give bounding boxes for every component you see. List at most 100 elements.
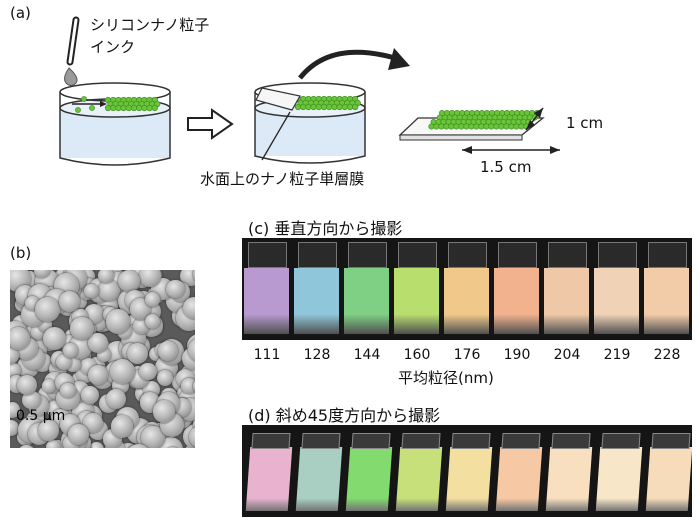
length-dimension-arrow	[462, 146, 560, 154]
sem-particle	[41, 378, 56, 393]
sem-particle	[68, 424, 90, 446]
nanoparticle	[438, 123, 445, 130]
nanoparticle	[493, 123, 500, 130]
panel-b-label: (b)	[10, 244, 32, 262]
nanoparticle	[433, 123, 440, 130]
nanoparticle	[498, 123, 505, 130]
diameter-tick-label: 219	[603, 347, 631, 363]
sample-oblique	[545, 447, 593, 511]
nanoparticle	[81, 96, 87, 102]
nanoparticle	[300, 103, 307, 111]
beaker-2-particles	[294, 95, 361, 111]
panel-d-photo	[242, 425, 693, 517]
nanoparticle	[453, 123, 460, 130]
sem-particle	[165, 279, 185, 299]
sem-particle	[110, 415, 134, 438]
nanoparticle	[130, 104, 138, 112]
diameter-tick-label: 128	[303, 347, 331, 363]
sem-particle	[141, 425, 165, 448]
sem-particle	[82, 412, 103, 433]
sem-particle	[110, 358, 135, 384]
sample-glass-top	[348, 242, 387, 268]
sample-vertical	[344, 268, 389, 334]
nanoparticle	[110, 104, 117, 112]
sem-particle	[10, 346, 20, 365]
sem-particle	[10, 362, 22, 378]
panel-c-photo	[242, 238, 692, 340]
beaker-1	[59, 82, 171, 166]
nanoparticle	[310, 103, 317, 111]
nanoparticle	[428, 123, 435, 130]
sample-oblique	[245, 447, 293, 511]
sample-vertical	[394, 268, 439, 334]
sem-particle	[88, 441, 105, 448]
nanoparticle	[518, 123, 525, 130]
sample-vertical	[294, 268, 339, 334]
nanoparticle	[463, 123, 470, 130]
sem-particle	[87, 333, 108, 353]
width-dimension-arrow	[525, 107, 544, 131]
sample-glass-top	[498, 242, 537, 268]
curved-arrow-icon	[298, 48, 410, 80]
scale-bar-label: 0.5 μm	[16, 408, 66, 424]
diameter-tick-label: 144	[353, 347, 381, 363]
sem-particle	[98, 270, 114, 283]
sem-particle	[183, 296, 195, 319]
substrate-particles	[428, 110, 540, 130]
nanoparticle	[141, 104, 148, 112]
nanoparticle	[513, 123, 520, 130]
nanoparticle	[125, 104, 132, 112]
nanoparticle	[89, 105, 95, 111]
sem-particle	[139, 362, 157, 381]
nanoparticle	[488, 123, 495, 130]
nanoparticle	[120, 104, 127, 112]
sem-particle	[192, 415, 195, 434]
sem-particle	[97, 279, 120, 302]
sem-particle	[126, 443, 152, 448]
nanoparticle	[151, 104, 158, 112]
diameter-axis-label: 平均粒径(nm)	[398, 369, 494, 387]
nanoparticle	[326, 103, 333, 111]
nanoparticle	[443, 123, 450, 130]
sample-oblique	[445, 447, 493, 511]
sem-particle	[105, 308, 131, 334]
sem-particle	[116, 443, 140, 448]
sample-oblique	[345, 447, 393, 511]
sem-particle	[55, 353, 72, 370]
sem-particle	[181, 378, 195, 395]
sem-particle	[80, 385, 99, 404]
sample-vertical	[594, 268, 639, 334]
sample-glass-top	[548, 242, 587, 268]
sample-vertical	[644, 268, 689, 334]
length-label: 1.5 cm	[480, 158, 532, 176]
nanoparticle	[503, 123, 510, 130]
sem-particle	[70, 317, 94, 341]
sample-vertical	[244, 268, 289, 334]
nanoparticle	[508, 123, 515, 130]
nanoparticle	[341, 103, 348, 111]
sample-glass-top	[448, 242, 487, 268]
diameter-tick-label: 228	[653, 347, 681, 363]
nanoparticle	[294, 103, 302, 111]
nanoparticle	[468, 123, 475, 130]
pipette-icon	[64, 16, 80, 86]
substrate	[398, 110, 545, 141]
sem-particle	[16, 444, 36, 448]
sample-glass-top	[401, 433, 441, 449]
ink-label-line1: シリコンナノ粒子	[90, 16, 210, 34]
nanoparticle	[478, 123, 485, 130]
sem-particle	[34, 296, 60, 323]
nanoparticle	[146, 104, 153, 112]
sem-particle	[17, 375, 38, 396]
diameter-tick-label: 160	[403, 347, 431, 363]
nanoparticle	[320, 103, 328, 111]
sem-particle	[34, 270, 50, 278]
sem-particle	[192, 270, 195, 286]
nanoparticle	[336, 103, 343, 111]
nanoparticle	[473, 123, 480, 130]
sample-glass-top	[451, 433, 491, 449]
sem-particle	[10, 402, 21, 418]
nanoparticle	[352, 103, 359, 111]
nanoparticle	[331, 103, 338, 111]
sem-particle	[189, 426, 195, 448]
